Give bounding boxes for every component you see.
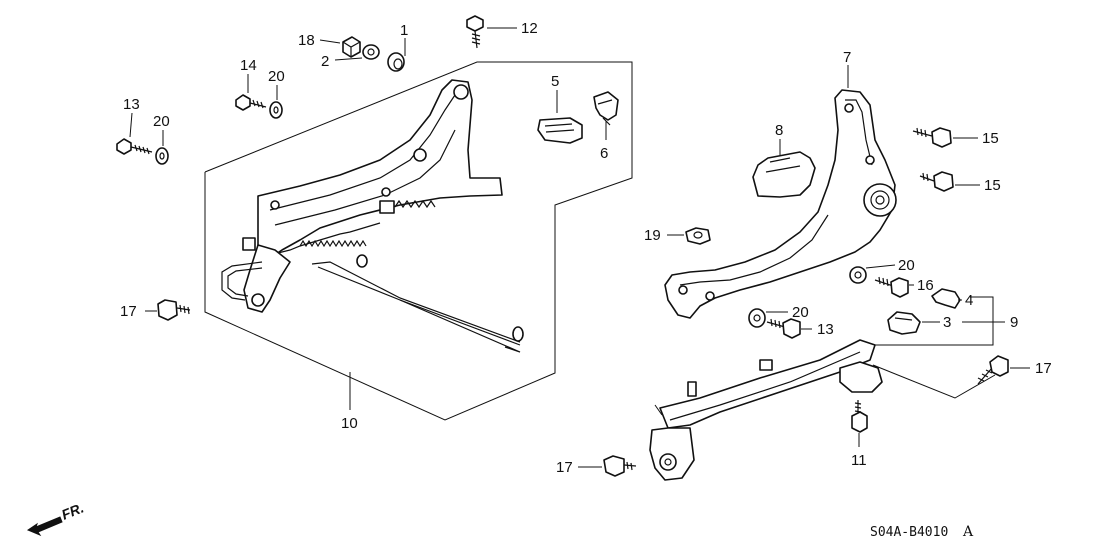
callout-11: 11 <box>851 452 867 469</box>
part-15-bolt-b <box>919 171 980 192</box>
callout-20-b: 20 <box>153 113 170 130</box>
callout-20-d: 20 <box>792 304 809 321</box>
callout-17-right: 17 <box>1035 360 1052 377</box>
part-6-clip <box>593 91 619 140</box>
part-20-washer-c <box>849 264 896 284</box>
callout-9: 9 <box>1010 314 1018 331</box>
part-20-washer-d <box>748 308 788 328</box>
drawing-code: S04A-B4010 <box>870 525 948 540</box>
callout-13-left: 13 <box>123 96 140 113</box>
part-17-bolt-a <box>145 299 191 321</box>
callout-17-bottom: 17 <box>556 459 573 476</box>
part-16-bolt <box>874 276 914 298</box>
callout-6: 6 <box>600 145 608 162</box>
callout-labels: 1 2 3 4 5 6 7 8 9 10 11 12 13 13 14 15 1… <box>59 20 1052 540</box>
direction-label: FR. <box>59 499 86 522</box>
callout-4: 4 <box>965 292 973 309</box>
callout-3: 3 <box>943 314 951 331</box>
part-19-nut <box>667 227 711 245</box>
part-18-nut <box>319 36 361 58</box>
part-3-clip <box>887 311 940 335</box>
drawing-suffix: A <box>962 524 974 540</box>
part-12-bolt <box>466 15 517 49</box>
part-20-washer-b <box>155 130 169 165</box>
part-13-bolt-a <box>116 112 153 155</box>
callout-2: 2 <box>321 53 329 70</box>
callout-15-lower: 15 <box>984 177 1001 194</box>
callout-19: 19 <box>644 227 661 244</box>
right-lower-rail <box>649 339 996 481</box>
callout-17-left: 17 <box>120 303 137 320</box>
callout-20-a: 20 <box>268 68 285 85</box>
callout-18: 18 <box>298 32 315 49</box>
callout-16: 16 <box>917 277 934 294</box>
part-13-bolt-b <box>766 318 812 339</box>
part-14-bolt <box>235 74 267 111</box>
callout-8: 8 <box>775 122 783 139</box>
callout-5: 5 <box>551 73 559 90</box>
callout-15-upper: 15 <box>982 130 999 147</box>
callout-10: 10 <box>341 415 358 432</box>
assembly-10-outline <box>204 61 633 421</box>
part-8-lever-cover <box>752 139 816 198</box>
callout-13-right: 13 <box>817 321 834 338</box>
callout-12: 12 <box>521 20 538 37</box>
callout-1: 1 <box>400 22 408 39</box>
callout-9-bracket <box>872 296 1005 346</box>
callout-14: 14 <box>240 57 257 74</box>
part-17-bolt-c <box>578 455 637 477</box>
part-17-bolt-b <box>977 355 1030 385</box>
part-4-clip <box>931 288 962 309</box>
callout-20-c: 20 <box>898 257 915 274</box>
part-5-clip <box>537 90 583 144</box>
front-direction-arrow-icon <box>26 516 63 537</box>
part-7-recliner <box>664 65 897 319</box>
left-seat-rail-assembly <box>221 79 524 353</box>
part-1-collar <box>387 38 406 72</box>
part-11-bolt <box>851 400 868 447</box>
part-20-washer-a <box>269 85 283 119</box>
part-15-bolt-a <box>912 127 978 148</box>
callout-7: 7 <box>843 49 851 66</box>
part-2-washer <box>334 44 380 61</box>
